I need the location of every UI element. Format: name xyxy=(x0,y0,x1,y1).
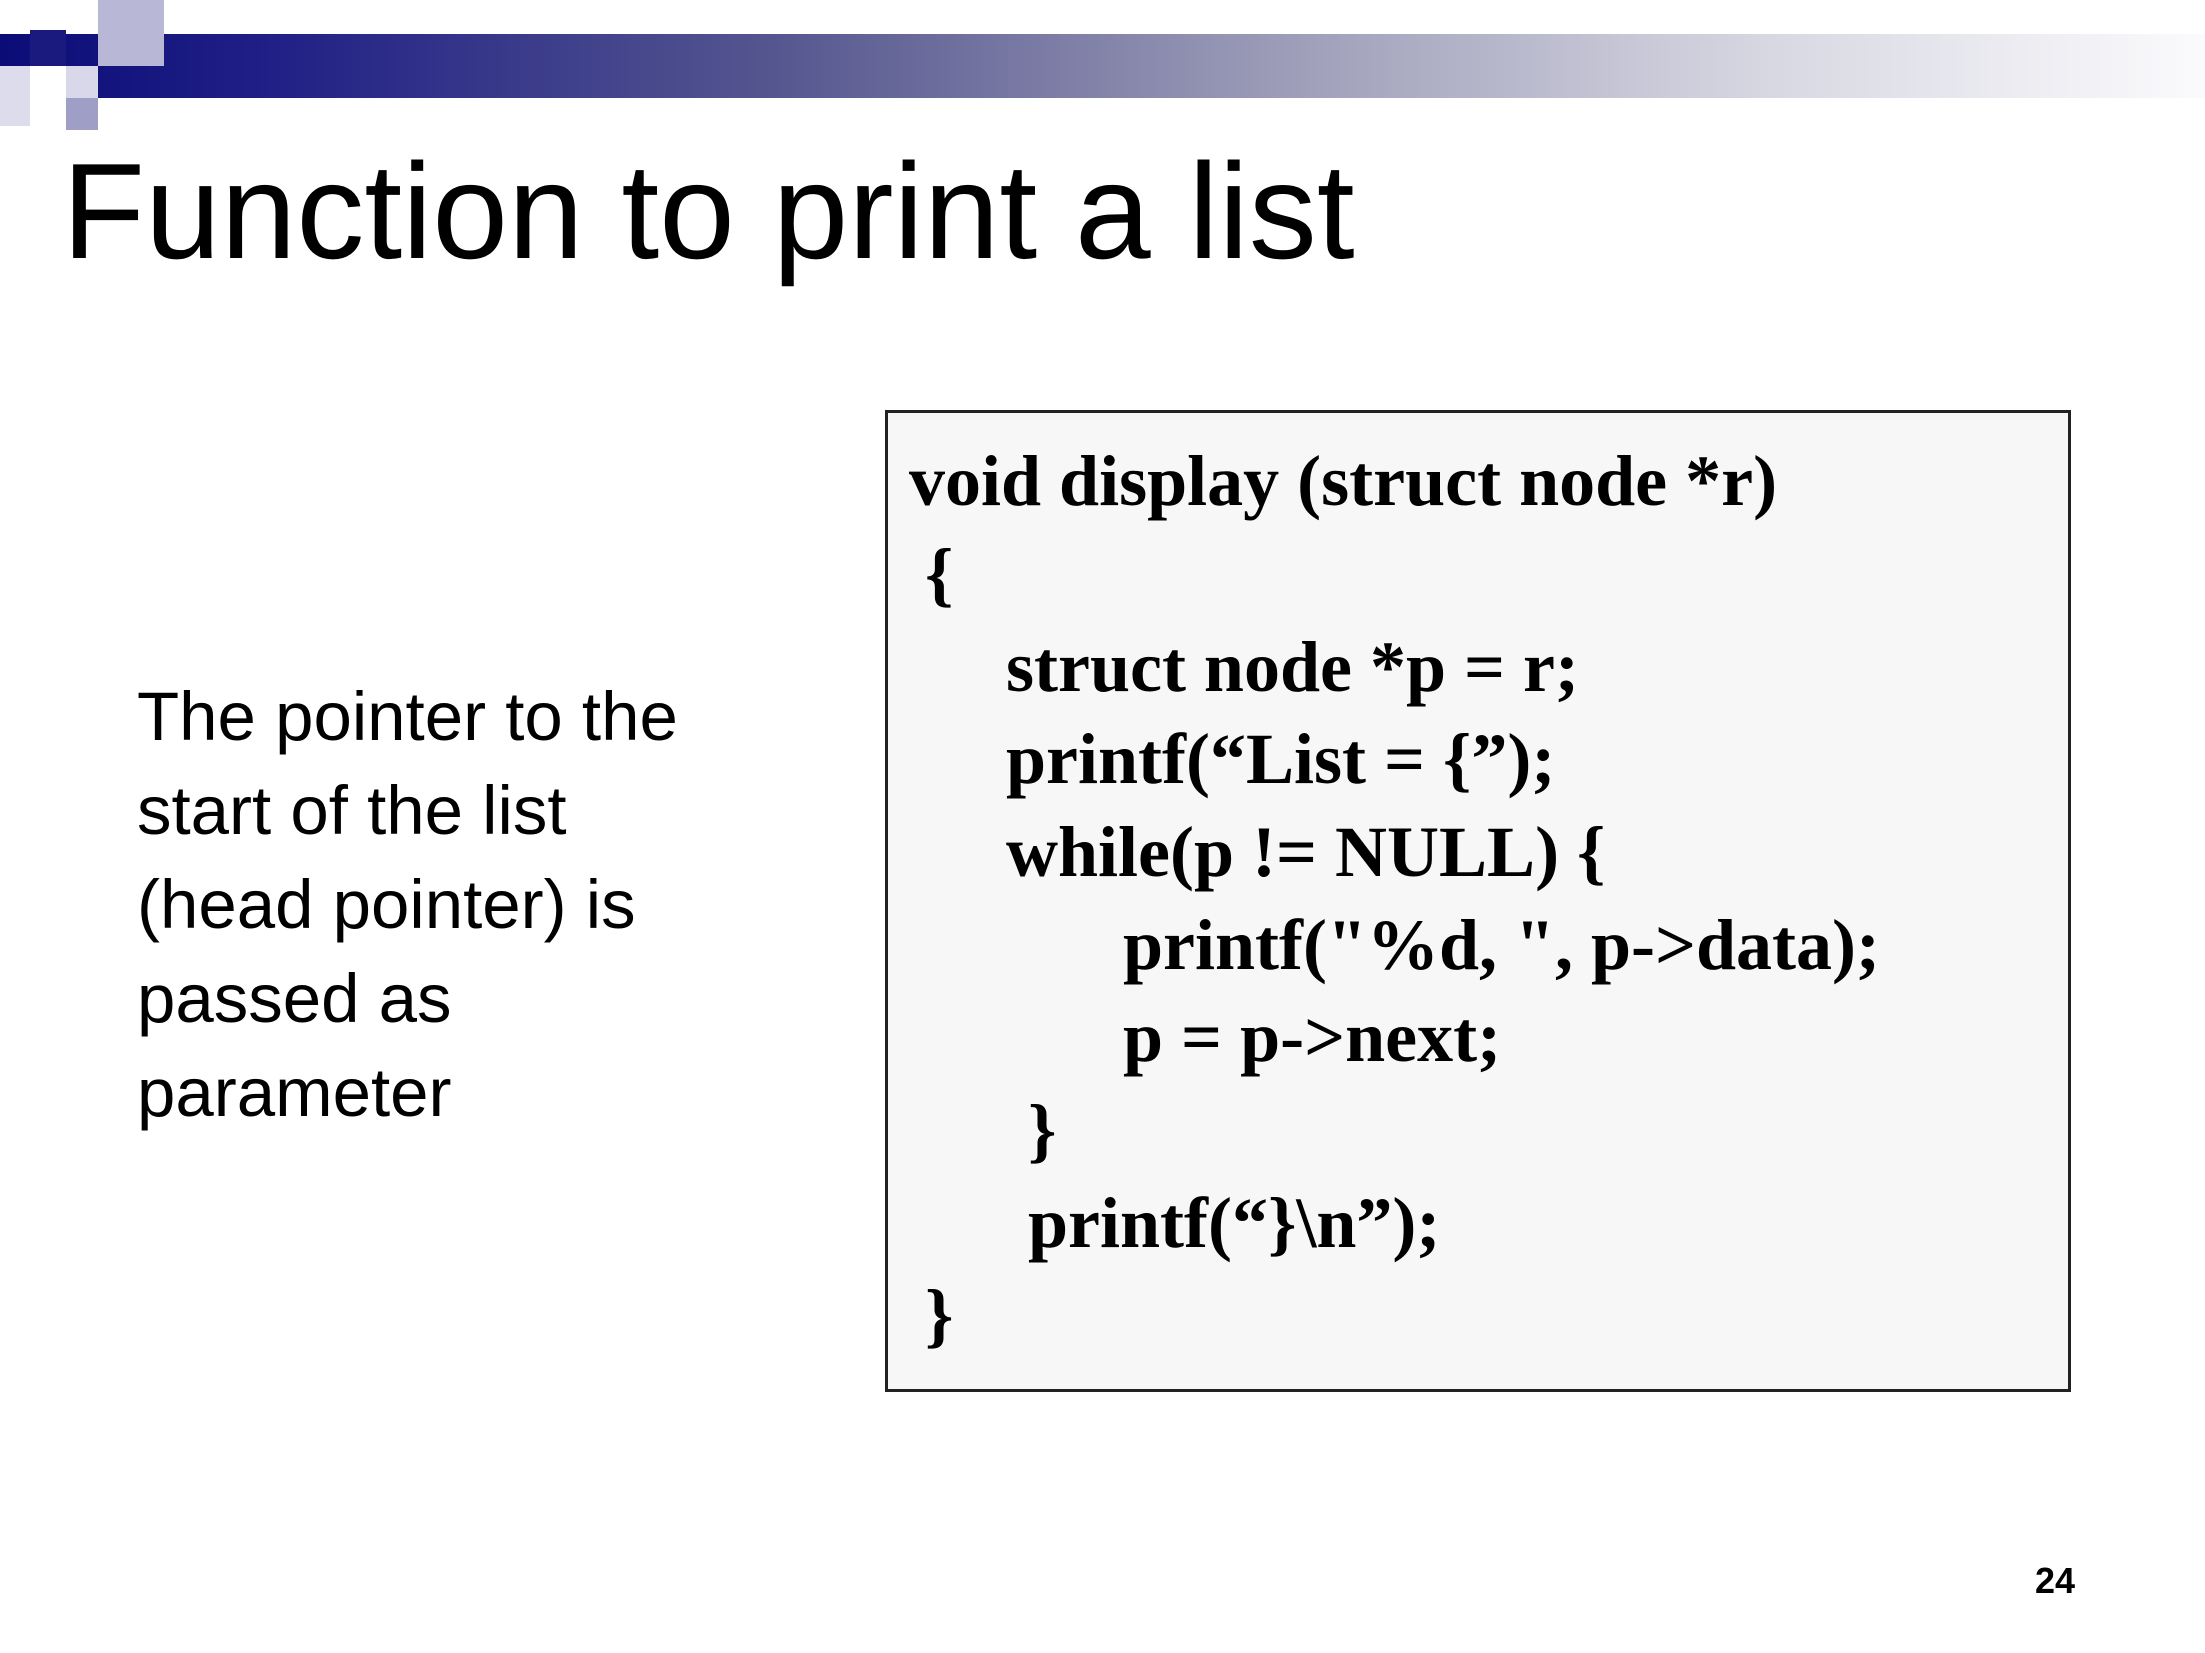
code-line: printf(“List = {”); xyxy=(1006,719,1556,799)
code-line: } xyxy=(925,1275,954,1355)
description-line: parameter xyxy=(137,1054,452,1131)
decorative-square xyxy=(0,66,30,126)
code-line: void display (struct node *r) xyxy=(909,441,1778,521)
description-line: (head pointer) is xyxy=(137,866,636,943)
code-line: { xyxy=(925,534,954,614)
decorative-square xyxy=(98,0,164,66)
code-line: printf("%d, ", p->data); xyxy=(1123,905,1880,985)
description-text: The pointer to the start of the list (he… xyxy=(137,670,777,1140)
decorative-square xyxy=(30,30,66,66)
description-line: passed as xyxy=(137,960,452,1037)
code-line: while(p != NULL) { xyxy=(1006,812,1606,892)
slide-title: Function to print a list xyxy=(62,135,1355,287)
code-line: } xyxy=(1028,1090,1057,1170)
code-line: p = p->next; xyxy=(1123,997,1502,1077)
decorative-square xyxy=(0,0,30,30)
code-line: struct node *p = r; xyxy=(1006,627,1579,707)
code-block: void display (struct node *r) { struct n… xyxy=(885,410,2071,1392)
header-banner xyxy=(0,34,2205,98)
description-line: start of the list xyxy=(137,772,567,849)
description-line: The pointer to the xyxy=(137,678,678,755)
decorative-square xyxy=(66,66,98,98)
decorative-square xyxy=(30,66,66,98)
code-line: printf(“}\n”); xyxy=(1028,1183,1441,1263)
page-number: 24 xyxy=(2034,1560,2075,1601)
decorative-square xyxy=(66,98,98,130)
